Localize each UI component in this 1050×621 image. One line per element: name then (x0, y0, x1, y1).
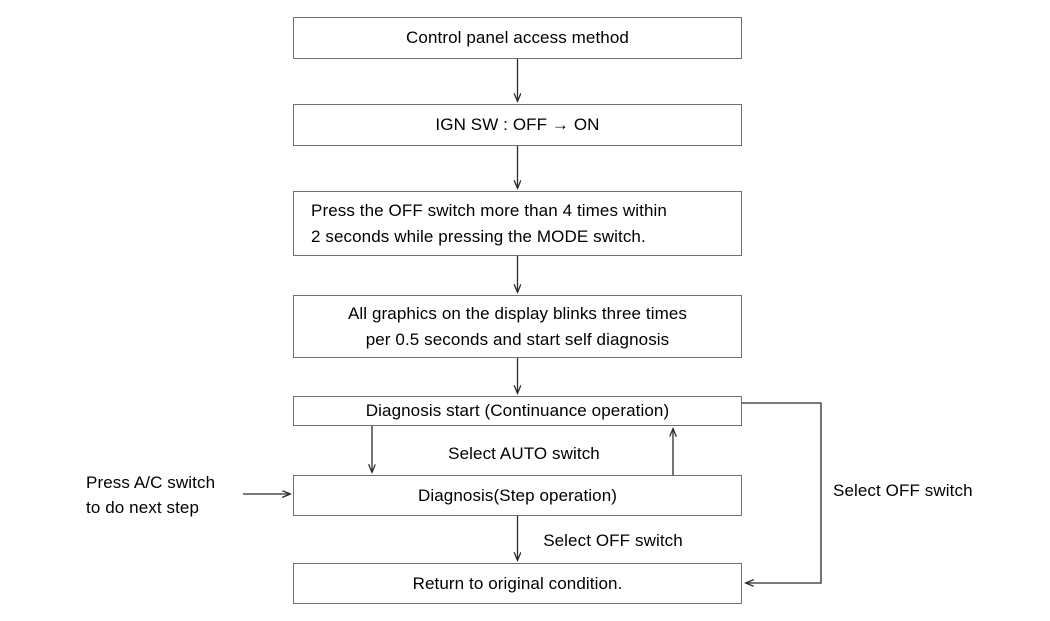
node-diagnosis-step[interactable]: Diagnosis(Step operation) (293, 475, 742, 516)
node-label: Control panel access method (406, 28, 629, 47)
node-label: Return to original condition. (412, 573, 623, 593)
edge-label-select-off-switch-down: Select OFF switch (543, 531, 683, 550)
node-label: All graphics on the display blinks three… (347, 303, 688, 349)
node-graphics-blink[interactable]: All graphics on the display blinks three… (293, 295, 742, 358)
node-control-panel-access-method[interactable]: Control panel access method (293, 17, 742, 59)
node-label: Diagnosis start (Continuance operation) (365, 401, 670, 420)
node-label: IGN SW : OFF → ON (435, 115, 600, 134)
node-return-original-condition[interactable]: Return to original condition. (293, 563, 742, 604)
node-press-off-switch[interactable]: Press the OFF switch more than 4 times w… (293, 191, 742, 256)
node-ign-sw[interactable]: IGN SW : OFF → ON (293, 104, 742, 146)
edge-label-select-off-switch-loop: Select OFF switch (833, 481, 973, 500)
connector-start-to-return-loop (742, 402, 822, 583)
node-label: Press the OFF switch more than 4 times w… (311, 200, 667, 246)
annotation-press-ac-switch: Press A/C switch to do next step (86, 473, 216, 517)
node-diagnosis-start[interactable]: Diagnosis start (Continuance operation) (293, 396, 742, 426)
edge-label-select-auto-switch: Select AUTO switch (448, 444, 600, 463)
node-label: Diagnosis(Step operation) (417, 485, 618, 505)
